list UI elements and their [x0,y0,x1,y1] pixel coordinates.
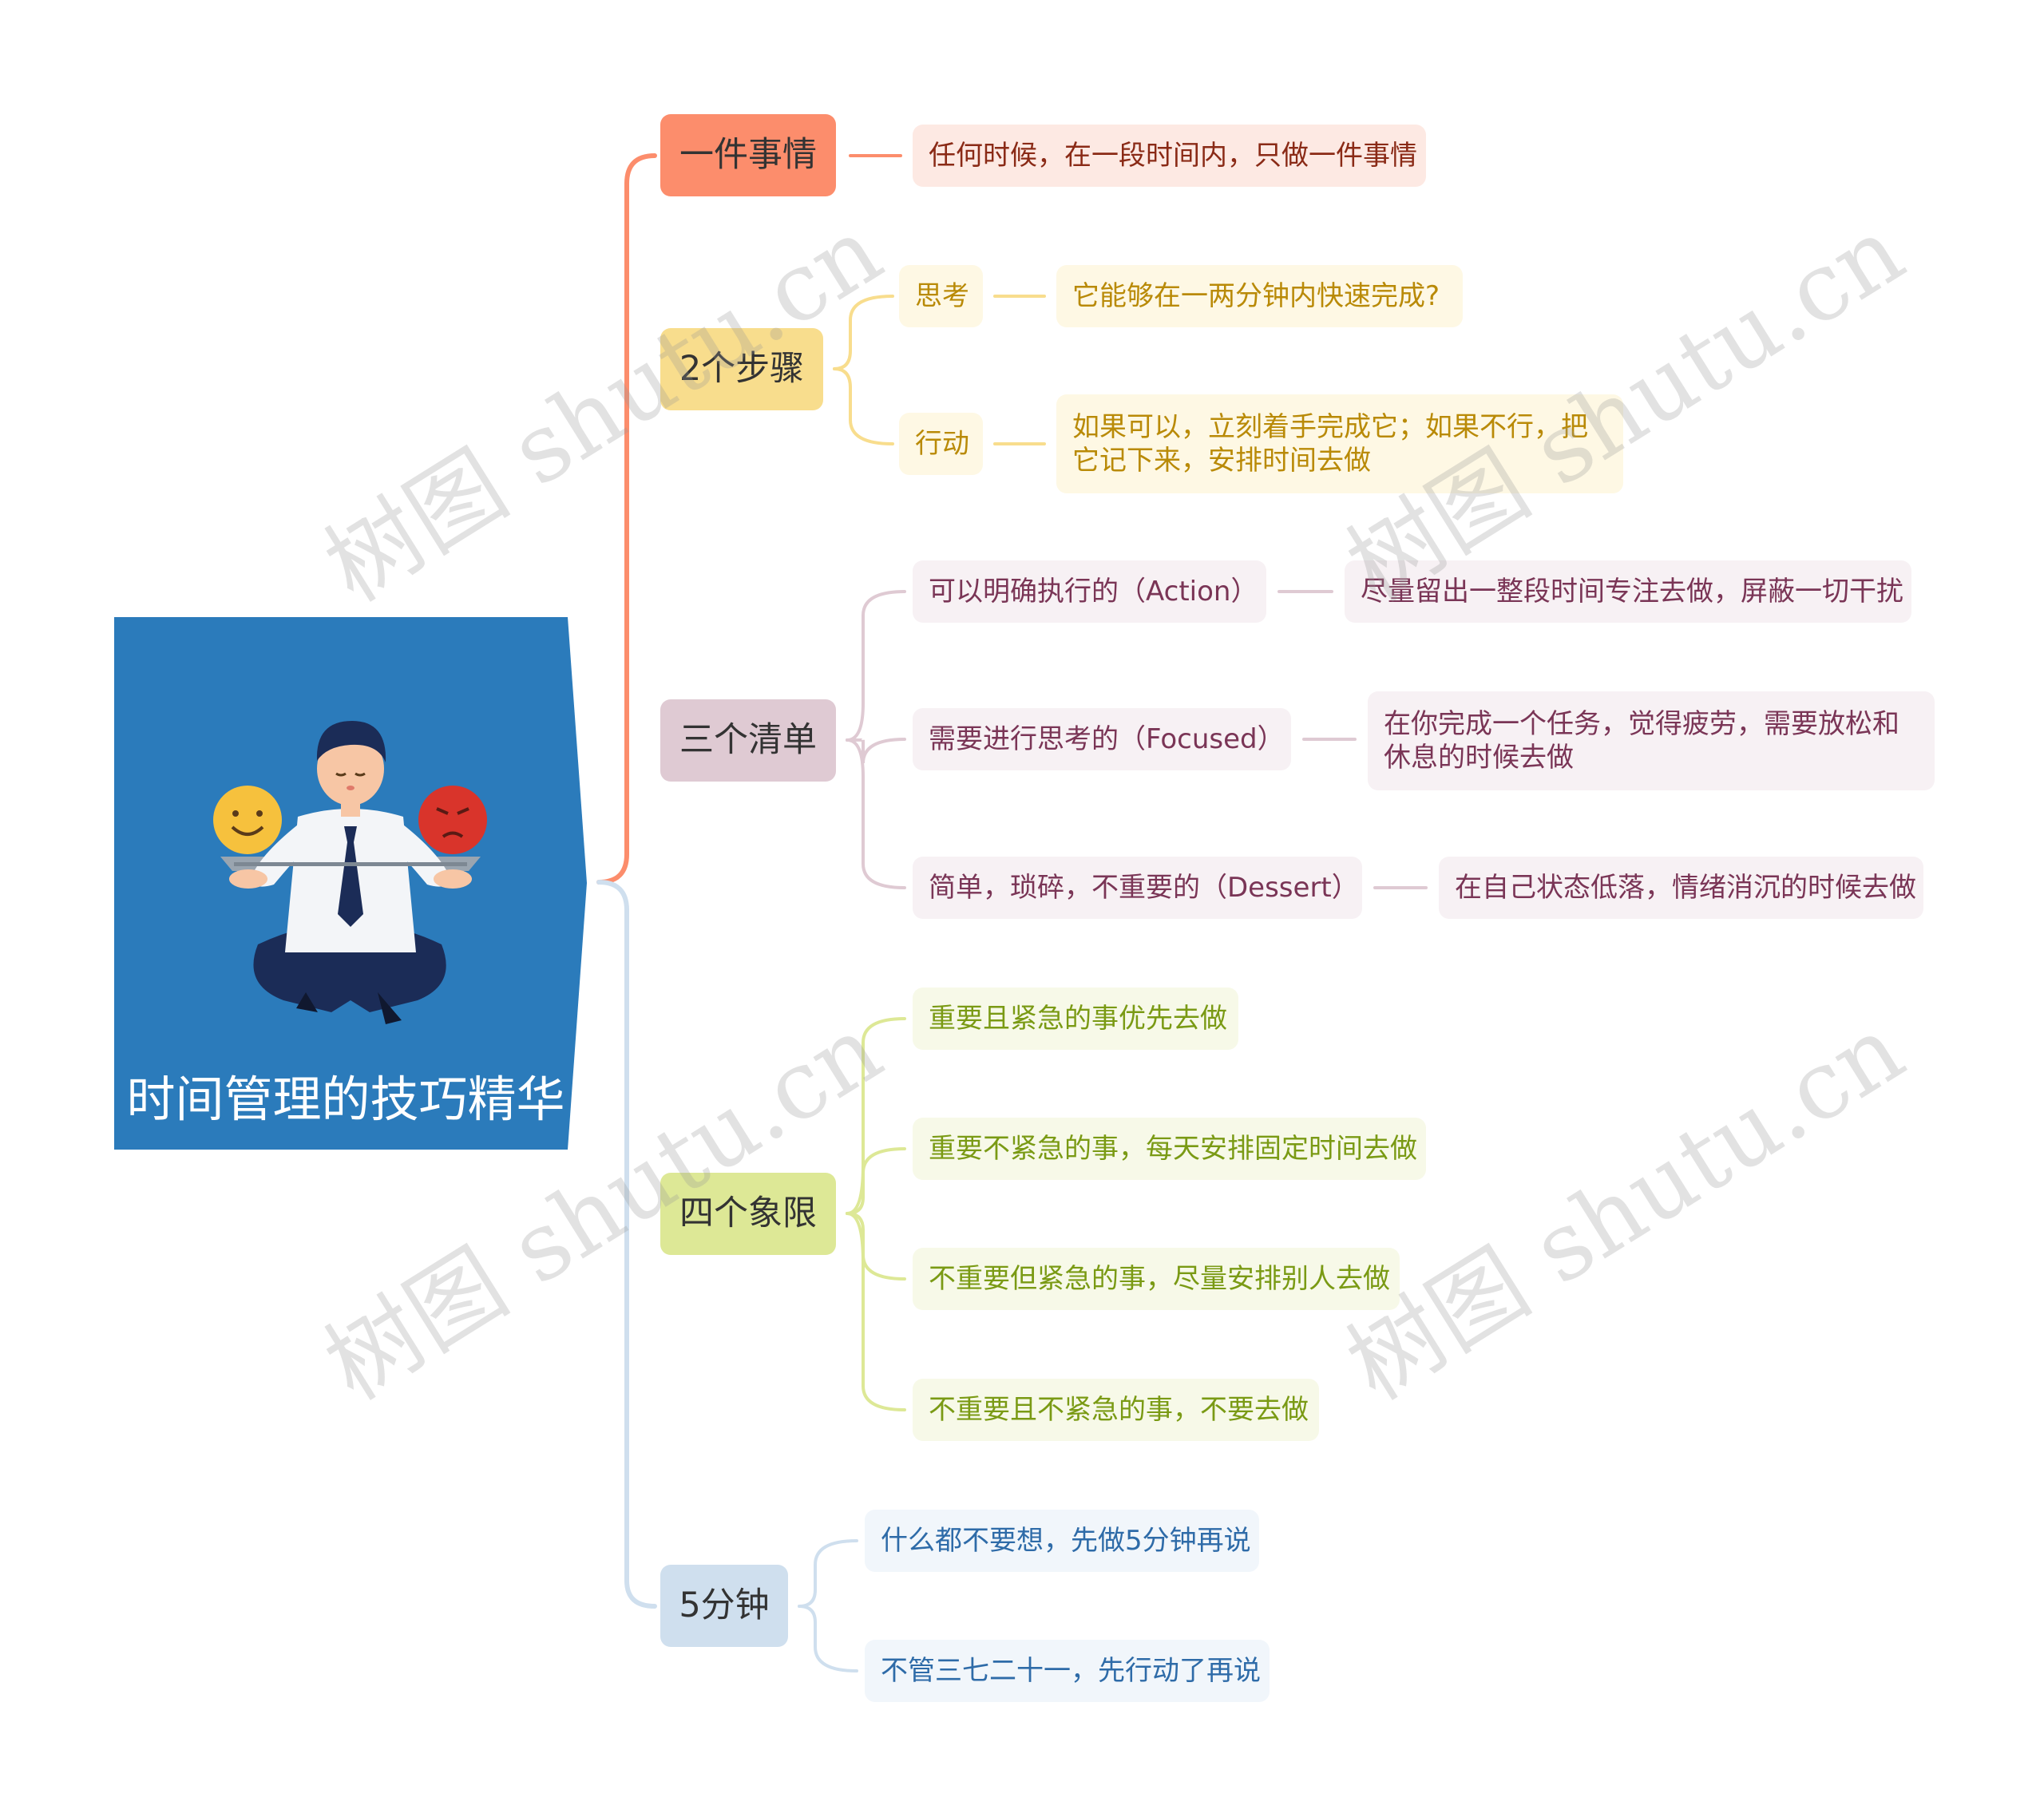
connector-five-minutes-1 [798,1539,858,1608]
leaf-list-focused[interactable]: 需要进行思考的（Focused） [913,708,1291,770]
branch-five-minutes[interactable]: 5分钟 [660,1565,788,1647]
branch-four-quadrants[interactable]: 四个象限 [660,1173,836,1255]
branch-two-steps[interactable]: 2个步骤 [660,328,823,410]
leaf-one-thing-1[interactable]: 任何时候，在一段时间内，只做一件事情 [913,125,1426,187]
leaf-quadrant-2[interactable]: 重要不紧急的事，每天安排固定时间去做 [913,1118,1426,1180]
leaf-step-think[interactable]: 思考 [899,265,983,327]
leaf-five-min-1[interactable]: 什么都不要想，先做5分钟再说 [865,1510,1259,1572]
leaf-quadrant-1[interactable]: 重要且紧急的事优先去做 [913,988,1238,1050]
leaf-step-act-detail[interactable]: 如果可以，立刻着手完成它；如果不行，把它记下来，安排时间去做 [1056,394,1623,493]
leaf-quadrant-3[interactable]: 不重要但紧急的事，尽量安排别人去做 [913,1248,1400,1310]
branch-three-lists[interactable]: 三个清单 [660,699,836,782]
connector-two-steps-2 [833,367,894,445]
leaf-step-think-detail[interactable]: 它能够在一两分钟内快速完成? [1056,265,1463,327]
connector-four-quadrants-1 [846,1017,906,1215]
leaf-step-act[interactable]: 行动 [899,413,983,475]
branch-one-thing[interactable]: 一件事情 [660,114,836,196]
root-card [114,617,587,1150]
leaf-five-min-2[interactable]: 不管三七二十一，先行动了再说 [865,1640,1270,1702]
root-node[interactable] [114,617,587,1150]
leaf-list-action-detail[interactable]: 尽量留出一整段时间专注去做，屏蔽一切干扰 [1345,560,1911,623]
happy-face-icon [213,786,282,854]
leaf-list-dessert-detail[interactable]: 在自己状态低落，情绪消沉的时候去做 [1439,857,1923,919]
angry-face-icon [418,786,487,854]
connector-three-lists-3 [846,738,906,889]
meditating-businessman-illustration [213,721,487,1024]
connector-five-minutes-2 [798,1605,858,1672]
connector-four-quadrants-4 [846,1212,906,1411]
connector-four-quadrants-3 [846,1212,906,1281]
leaf-list-dessert[interactable]: 简单，琐碎，不重要的（Dessert） [913,857,1362,919]
connector-three-lists-1 [846,590,906,742]
leaf-list-focused-detail[interactable]: 在你完成一个任务，觉得疲劳，需要放松和休息的时候去做 [1368,691,1935,790]
root-title: 时间管理的技巧精华 [126,1071,565,1128]
connector-two-steps-1 [833,295,894,370]
leaf-list-action[interactable]: 可以明确执行的（Action） [913,560,1266,623]
leaf-quadrant-4[interactable]: 不重要且不紧急的事，不要去做 [913,1379,1319,1441]
connector-four-quadrants-2 [846,1147,906,1215]
trunk-connector-five-minutes [596,880,657,1609]
trunk-connector-one-thing [596,153,657,885]
